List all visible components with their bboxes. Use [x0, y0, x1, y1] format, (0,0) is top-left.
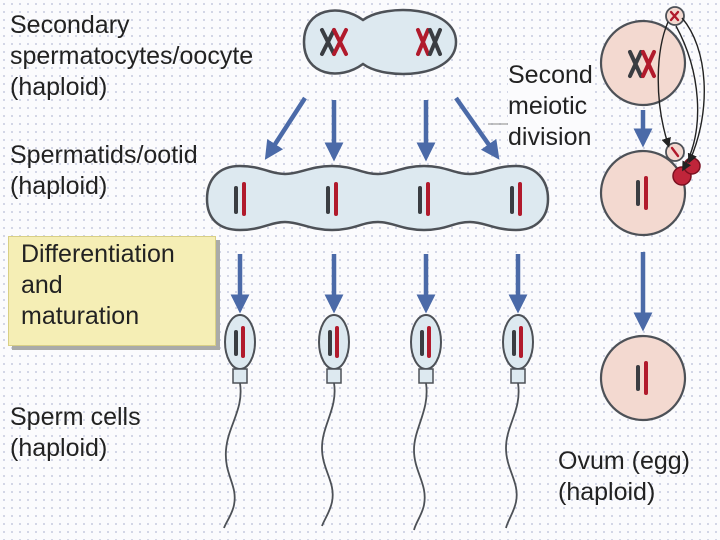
label-line: spermatocytes/oocyte — [10, 42, 254, 70]
chromosomes — [234, 182, 522, 216]
sperm-cell — [410, 314, 442, 531]
ovum-cell — [599, 334, 687, 422]
label-line: (haploid) — [10, 172, 108, 200]
second-meiotic-division-label: Second meiotic division — [508, 60, 593, 153]
ovum-label: Ovum (egg) (haploid) — [558, 446, 690, 508]
spermatids-label: Spermatids/ootid (haploid) — [10, 140, 198, 202]
label-line: maturation — [21, 302, 140, 330]
chromosome-pair-x — [320, 28, 348, 56]
sperm-cell — [502, 314, 534, 529]
label-line: Sperm cells — [10, 403, 141, 431]
label-line: Spermatids/ootid — [10, 141, 198, 169]
first-polar-body — [665, 6, 685, 26]
sperm-cell — [223, 314, 256, 529]
differentiation-callout: Differentiation and maturation — [8, 236, 216, 346]
label-line: Second — [508, 61, 593, 89]
sperm-cell — [318, 314, 350, 527]
division-arrows — [264, 96, 500, 162]
label-line: Differentiation — [21, 240, 175, 268]
chromosome-pair-x — [416, 28, 442, 56]
ootid-cell — [599, 149, 687, 237]
secondary-spermatocyte-cell — [302, 8, 458, 76]
secondary-oocyte — [599, 19, 687, 107]
spermatid-chain — [205, 164, 550, 232]
maturation-arrows — [230, 254, 528, 314]
sperm-cells-label: Sperm cells (haploid) — [10, 402, 141, 464]
label-line: Ovum (egg) — [558, 447, 690, 475]
label-line: and — [21, 271, 63, 299]
label-line: division — [508, 123, 592, 151]
label-line: meiotic — [508, 92, 588, 120]
label-line: (haploid) — [558, 478, 656, 506]
secondary-spermatocytes-label: Secondary spermatocytes/oocyte (haploid) — [10, 10, 253, 103]
polar-body-curved-arrows — [657, 17, 705, 172]
label-line: (haploid) — [10, 73, 108, 101]
label-line: (haploid) — [10, 434, 108, 462]
differentiation-label: Differentiation and maturation — [21, 239, 175, 332]
label-line: Secondary — [10, 11, 130, 39]
